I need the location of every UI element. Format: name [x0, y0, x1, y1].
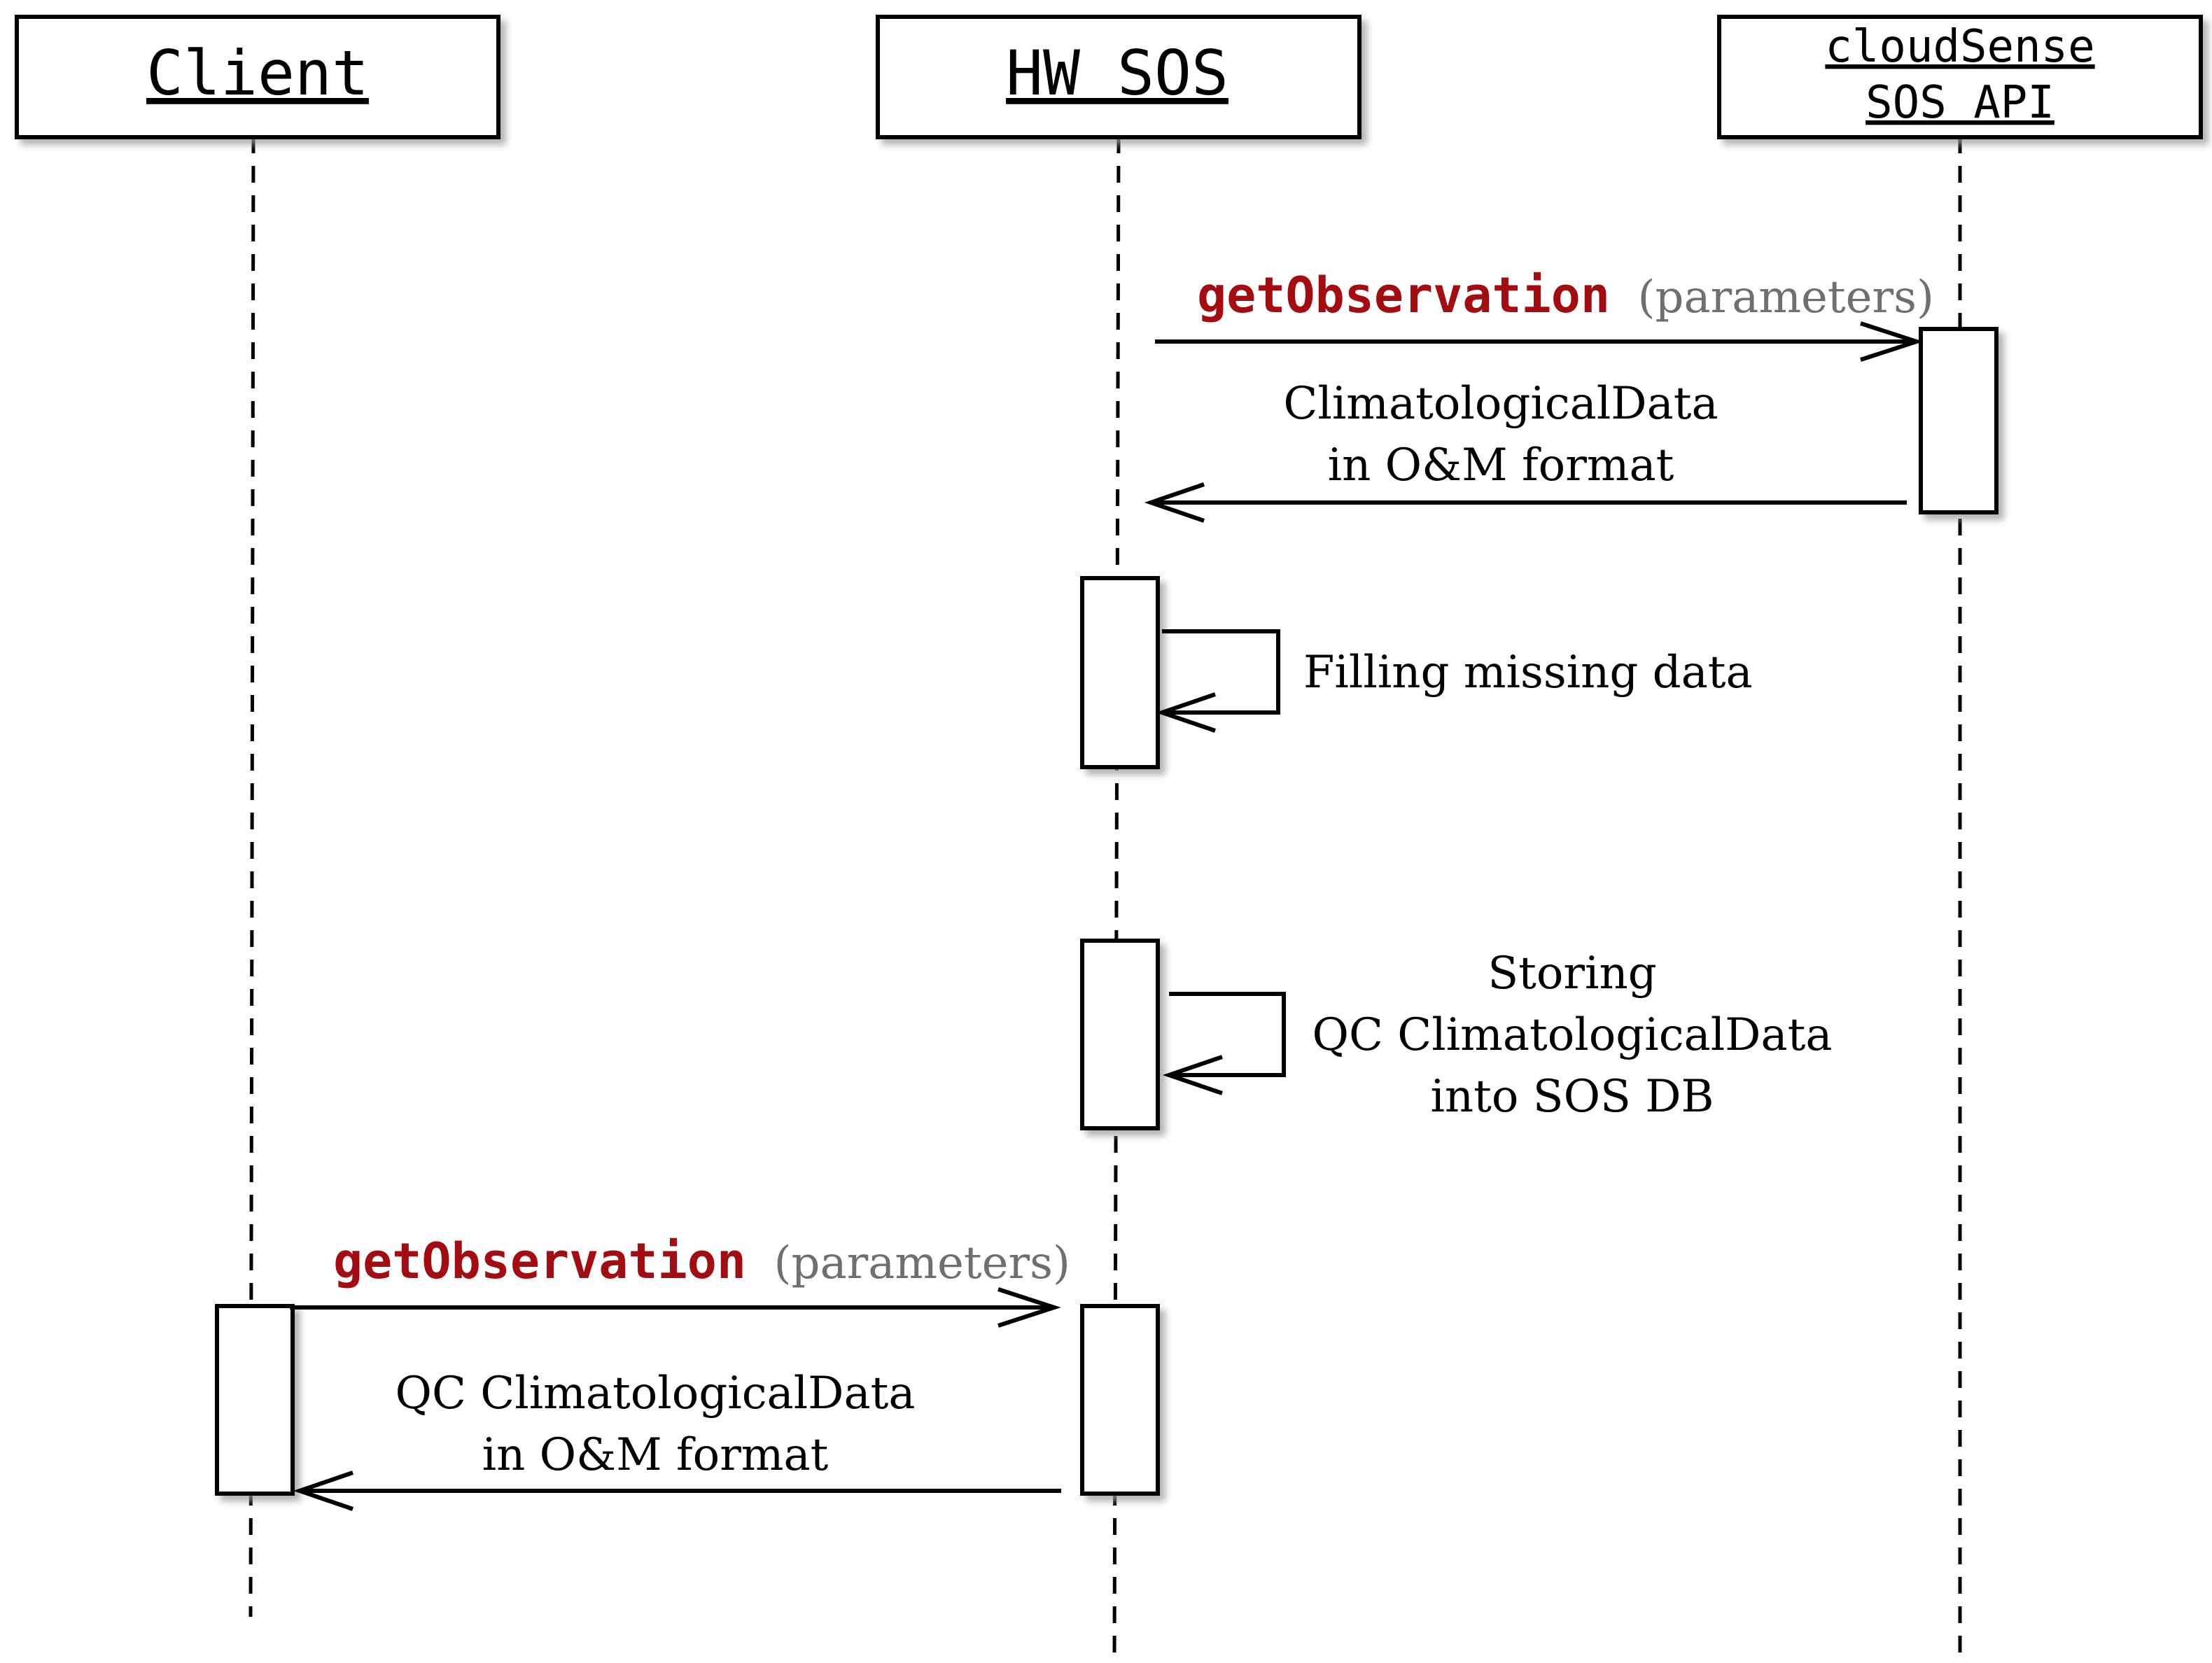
participant-client: Client: [15, 15, 500, 139]
participant-cloudsense: cloudSense SOS API: [1717, 15, 2203, 139]
message-climatological-line2: in O&M format: [1328, 440, 1674, 491]
participant-client-title: Client: [146, 37, 369, 109]
self-message-filling-text: Filling missing data: [1303, 647, 1753, 699]
message-get-observation-2-params: (parameters): [774, 1237, 1070, 1289]
message-qc-climatological-line2: in O&M format: [482, 1429, 829, 1481]
self-message-storing-line1: Storing: [1488, 948, 1656, 999]
participant-cloudsense-line1: cloudSense: [1825, 21, 2094, 73]
participant-hwsos: HW SOS: [876, 15, 1362, 139]
self-message-storing: Storing QC ClimatologicalData into SOS D…: [1162, 948, 1833, 1123]
participant-cloudsense-line2: SOS API: [1865, 77, 2054, 129]
hwsos-activation-filling: [1080, 576, 1160, 769]
message-get-observation-1-name: getObservation: [1197, 267, 1610, 324]
svg-text:getObservation (paramete: getObservation (parameters): [1197, 267, 1934, 324]
message-get-observation-2-name: getObservation: [333, 1233, 746, 1290]
hwsos-activation-storing: [1080, 939, 1160, 1130]
participant-hwsos-title: HW SOS: [1006, 37, 1228, 109]
message-get-observation-1-params: (parameters): [1638, 272, 1934, 323]
message-qc-climatological-return: QC ClimatologicalData in O&M format: [293, 1368, 1061, 1511]
client-activation: [215, 1304, 295, 1496]
hwsos-activation-request: [1080, 1304, 1160, 1496]
message-climatological-return: ClimatologicalData in O&M format: [1144, 378, 1907, 523]
message-climatological-line1: ClimatologicalData: [1283, 378, 1718, 430]
self-message-storing-line2: QC ClimatologicalData: [1312, 1009, 1832, 1061]
client-lifeline: [248, 136, 255, 1618]
self-message-storing-line3: into SOS DB: [1430, 1071, 1714, 1123]
cloudsense-activation: [1919, 327, 1998, 514]
message-get-observation-1: getObservation (parameters): [1155, 267, 1934, 362]
message-qc-climatological-line1: QC ClimatologicalData: [395, 1368, 915, 1419]
message-get-observation-2: getObservation (parameters): [290, 1233, 1070, 1328]
self-message-filling: Filling missing data: [1155, 629, 1753, 733]
svg-text:getObservation (paramete: getObservation (parameters): [333, 1233, 1070, 1290]
